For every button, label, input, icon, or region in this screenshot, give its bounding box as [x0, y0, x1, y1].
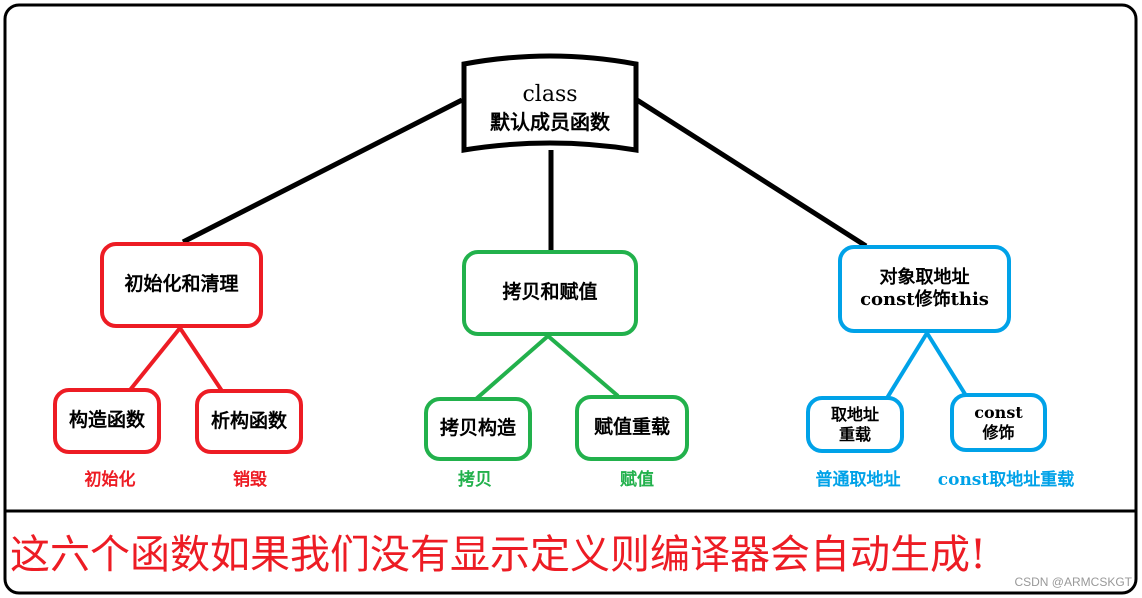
node-title: 构造函数 — [68, 409, 145, 432]
node-title-line2: 重载 — [838, 424, 871, 444]
node-destructor: 析构函数 — [195, 389, 303, 454]
edge-green-2 — [546, 334, 620, 398]
edge-red-2 — [178, 326, 224, 393]
node-address-overload: 取地址 重载 — [806, 396, 904, 453]
label-assign: 赋值 — [620, 470, 654, 490]
node-title-line1: 对象取地址 — [879, 266, 970, 288]
node-address-of: 对象取地址 const修饰this — [838, 245, 1011, 333]
label-destroy: 销毁 — [233, 470, 267, 490]
outer-frame — [3, 3, 1138, 595]
node-const-modify: const 修饰 — [950, 393, 1047, 452]
label-const-address: const取地址重载 — [937, 470, 1075, 490]
node-title-line2: const修饰this — [860, 289, 989, 310]
node-copy-constructor: 拷贝构造 — [424, 397, 532, 461]
node-title: 析构函数 — [210, 409, 287, 432]
edge-red-1 — [128, 326, 182, 392]
edge-root-red — [181, 97, 464, 245]
node-copy-assign: 拷贝和赋值 — [462, 250, 638, 336]
node-title: 拷贝和赋值 — [502, 281, 598, 304]
root-node-shape — [461, 53, 639, 153]
edge-root-blue — [635, 97, 868, 249]
edge-blue-1 — [885, 331, 929, 400]
footer-note: 这六个函数如果我们没有显示定义则编译器会自动生成! — [10, 532, 987, 578]
edge-green-1 — [474, 334, 550, 401]
label-copy: 拷贝 — [458, 470, 492, 490]
node-title: 初始化和清理 — [124, 273, 239, 296]
node-title: 赋值重载 — [593, 416, 670, 439]
label-init: 初始化 — [84, 470, 136, 490]
node-title: 拷贝构造 — [439, 417, 516, 440]
node-assign-overload: 赋值重载 — [575, 395, 689, 461]
node-title-line1: 取地址 — [830, 404, 879, 424]
root-line2: 默认成员函数 — [490, 110, 610, 135]
node-init-cleanup: 初始化和清理 — [100, 242, 263, 328]
label-normal-address: 普通取地址 — [815, 470, 901, 490]
root-line1: class — [522, 81, 578, 107]
edge-blue-2 — [925, 331, 967, 396]
watermark: CSDN @ARMCSKGT — [1014, 575, 1132, 589]
node-title-line1: const — [974, 402, 1023, 422]
node-constructor: 构造函数 — [53, 388, 161, 454]
node-title-line2: 修饰 — [982, 422, 1015, 442]
root-node: class 默认成员函数 — [466, 68, 634, 148]
